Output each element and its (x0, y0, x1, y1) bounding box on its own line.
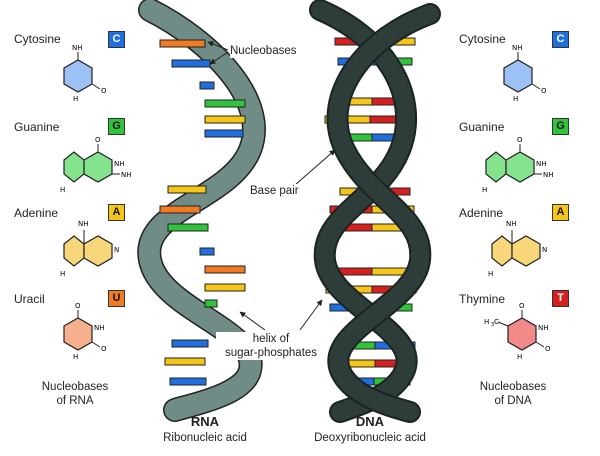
mol-label: NH (78, 220, 89, 228)
nucleobases-pointer (207, 41, 229, 51)
mol-label: O (101, 87, 107, 95)
dna-nucleobases-caption: Nucleobases of DNA (458, 380, 568, 408)
mol-label: O (101, 345, 107, 353)
dna-adenine-molecule: NH N H (488, 220, 547, 278)
mol-label: N (114, 246, 119, 254)
mol-label: O (541, 87, 547, 95)
mol-label: O (517, 136, 523, 144)
rna-nucleobases-caption: Nucleobases of RNA (20, 380, 130, 408)
rna-base (164, 357, 206, 366)
mol-label: NH (94, 324, 105, 332)
dna-thymine-molecule: H 3 C O O NH H (484, 302, 551, 361)
rna-title: RNA (190, 414, 220, 429)
mol-label: NH (121, 171, 132, 179)
dna-backbone-strand-1 (311, 1, 416, 421)
helix-pointer-rna (239, 311, 266, 331)
rna-adenine-molecule: NH N H (60, 220, 119, 278)
mol-label: H (60, 186, 65, 194)
mol-label: NH (506, 220, 517, 228)
dna-backbone-strand-2 (328, 5, 439, 421)
dna-title: DNA (355, 414, 385, 429)
dna-badge-g: G (552, 118, 569, 135)
rna-base (159, 39, 206, 48)
mol-label: 3 (491, 322, 494, 328)
dna-helix (309, 0, 441, 423)
mol-label: NH (543, 171, 554, 179)
mol-label: NH (538, 324, 549, 332)
dna-caption-line1: Nucleobases (479, 381, 547, 393)
rna-base (171, 339, 209, 348)
rna-helix (137, 0, 266, 422)
dna-badge-c: C (552, 31, 569, 48)
rna-base (171, 59, 211, 68)
dna-caption-line2: of DNA (494, 395, 532, 407)
mol-label: H (513, 95, 518, 103)
rna-base (199, 247, 215, 256)
rna-base (204, 283, 246, 292)
mol-label: NH (114, 160, 125, 168)
nucleobases-annotation: Nucleobases (230, 44, 297, 58)
helix-pointer-dna (299, 299, 323, 331)
dna-base-name-guanine: Guanine (459, 120, 505, 134)
rna-base (159, 205, 201, 214)
rna-uracil-molecule: O O NH H (63, 302, 107, 361)
rna-base-name-uracil: Uracil (14, 292, 45, 306)
mol-label: H (517, 353, 522, 361)
dna-subtitle: Deoxyribonucleic acid (314, 432, 426, 444)
dna-guanine-molecule: O NH NH H (482, 136, 554, 194)
rna-base (204, 299, 218, 308)
rna-caption-line2: of RNA (56, 395, 94, 407)
mol-label: NH (512, 44, 523, 52)
rna-base (167, 185, 207, 194)
base-pair-annotation: Base pair (250, 184, 299, 198)
mol-label: H (484, 318, 489, 326)
rna-backbone (138, 0, 265, 421)
dna-badge-t: T (552, 290, 569, 307)
mol-label: O (545, 345, 551, 353)
rna-base-name-guanine: Guanine (14, 120, 60, 134)
rna-badge-g: G (108, 118, 125, 135)
rna-base (199, 81, 215, 90)
mol-label: N (542, 246, 547, 254)
mol-label: NH (536, 160, 547, 168)
mol-label: H (73, 95, 78, 103)
helix-annotation: helix of sugar-phosphates (216, 332, 326, 360)
mol-label: O (95, 136, 101, 144)
rna-base-name-adenine: Adenine (14, 206, 59, 220)
dna-base-name-cytosine: Cytosine (459, 32, 506, 46)
rna-base (204, 265, 246, 274)
rna-base (204, 129, 244, 138)
helix-annotation-line1: helix of (252, 333, 290, 345)
rna-base (204, 99, 246, 108)
mol-label: H (482, 186, 487, 194)
rna-guanine-molecule: O NH NH H (60, 136, 132, 194)
dna-base-name-thymine: Thymine (459, 292, 506, 306)
rna-base (167, 223, 209, 232)
mol-label: O (519, 302, 525, 310)
base-pair-pointer (294, 149, 336, 186)
mol-label: H (60, 270, 65, 278)
dna-base-name-adenine: Adenine (459, 206, 504, 220)
nucleobases-pointer (209, 51, 229, 65)
rna-subtitle: Ribonucleic acid (163, 432, 247, 444)
rna-base (169, 377, 207, 386)
mol-label: O (75, 302, 81, 310)
mol-label: H (488, 270, 493, 278)
rna-base-name-cytosine: Cytosine (14, 32, 61, 46)
dna-cytosine-molecule: NH O H (503, 44, 547, 103)
rna-caption-line1: Nucleobases (41, 381, 109, 393)
rna-badge-c: C (108, 31, 125, 48)
dna-badge-a: A (552, 204, 569, 221)
rna-badge-a: A (108, 204, 125, 221)
rna-badge-u: U (108, 290, 125, 307)
rna-base (204, 115, 246, 124)
mol-label: C (494, 318, 499, 326)
mol-label: H (73, 353, 78, 361)
helix-annotation-line2: sugar-phosphates (224, 347, 318, 359)
mol-label: NH (72, 44, 83, 52)
rna-cytosine-molecule: NH O H (63, 44, 107, 103)
